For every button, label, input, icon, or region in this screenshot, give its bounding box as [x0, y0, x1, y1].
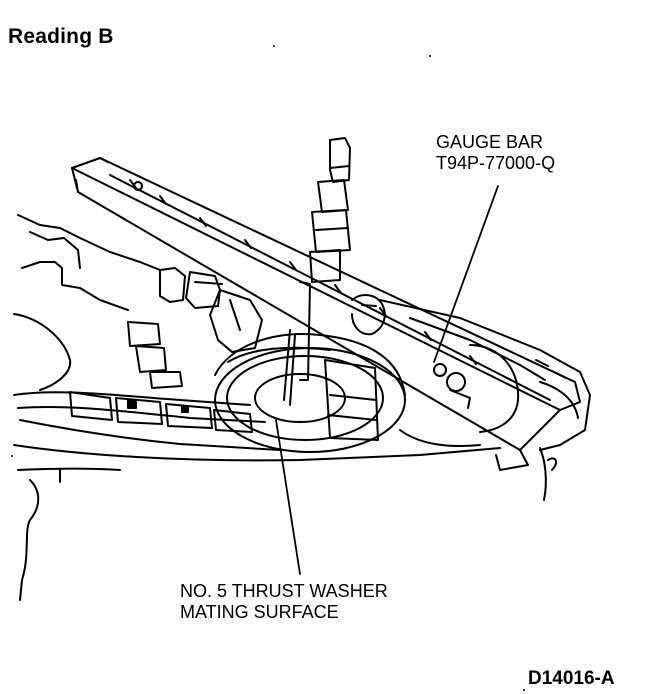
gauge-bar-callout-line1: GAUGE BAR [436, 132, 544, 152]
thrust-washer-callout-line2: MATING SURFACE [180, 602, 339, 622]
leader-lines [275, 185, 499, 575]
valve-body-blocks [69, 267, 263, 433]
reading-heading: Reading B [8, 25, 114, 48]
figure-id: D14016-A [528, 668, 615, 689]
thrust-washer-drum [214, 333, 406, 453]
thrust-washer-leader [275, 419, 301, 575]
case-housing [13, 214, 501, 601]
gauge-bar-callout: GAUGE BAR T94P-77000-Q [436, 132, 555, 174]
gauge-bar [71, 157, 581, 471]
thrust-washer-callout: NO. 5 THRUST WASHER MATING SURFACE [180, 581, 388, 623]
gauge-bar-leader [433, 185, 499, 363]
gauge-bar-callout-line2: T94P-77000-Q [436, 153, 556, 173]
scan-specks [11, 45, 525, 691]
right-housing [351, 294, 591, 501]
depth-gauge-shaft [283, 137, 379, 441]
thrust-washer-callout-line1: NO. 5 THRUST WASHER [180, 581, 388, 601]
